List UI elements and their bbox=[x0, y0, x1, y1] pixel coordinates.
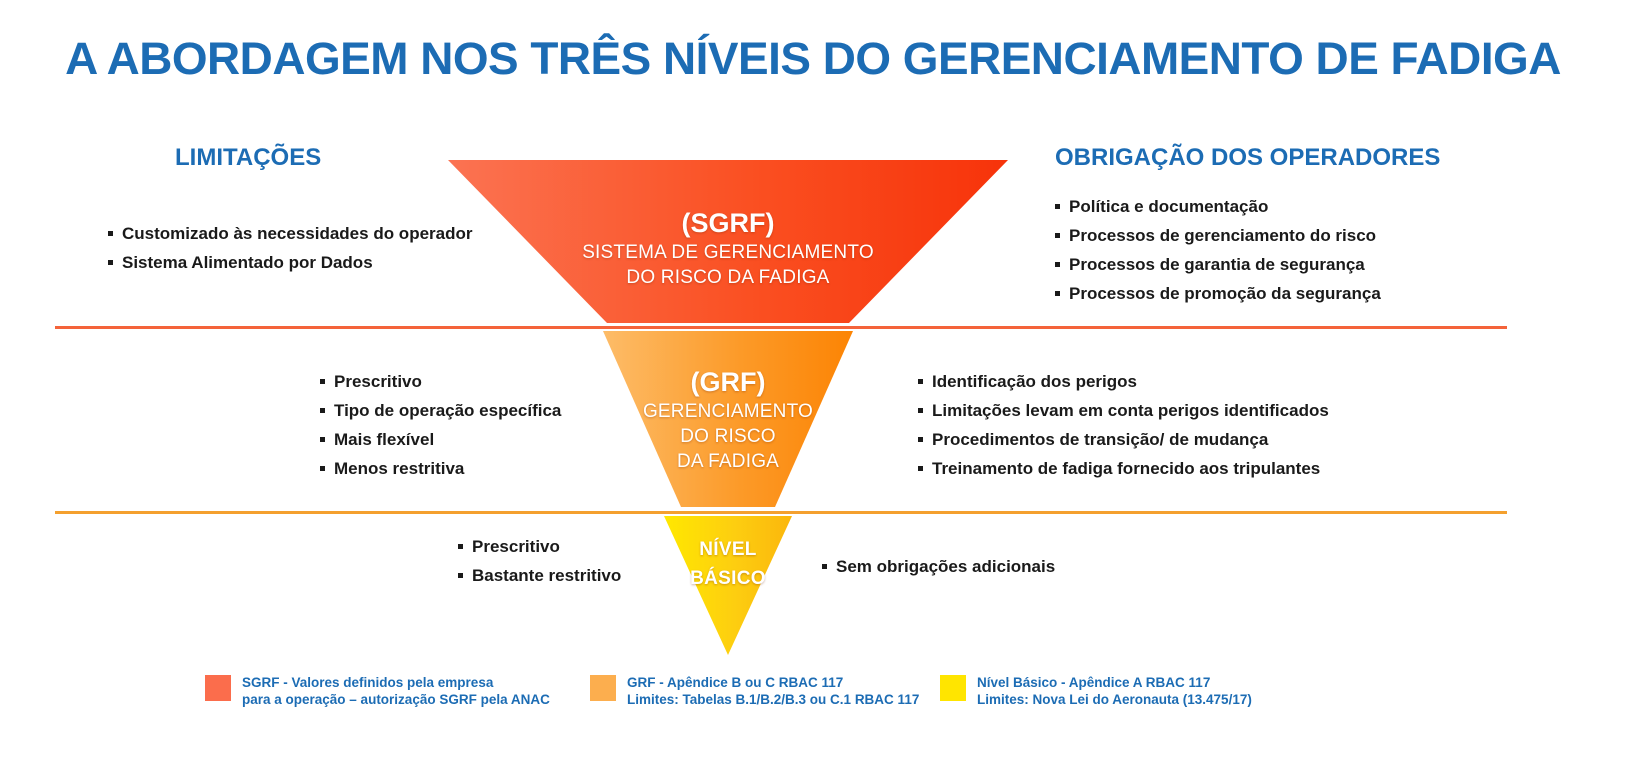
funnel-band-grf-shape bbox=[603, 331, 853, 507]
legend-swatch-sgrf bbox=[205, 675, 231, 701]
legend-swatch-grf bbox=[590, 675, 616, 701]
legend-line-1: Nível Básico - Apêndice A RBAC 117 bbox=[977, 675, 1211, 690]
list-item: Sem obrigações adicionais bbox=[822, 552, 1055, 581]
bullets-sgrf-left: Customizado às necessidades do operador … bbox=[108, 219, 472, 277]
list-item: Prescritivo bbox=[320, 367, 561, 396]
page-title: A ABORDAGEM NOS TRÊS NÍVEIS DO GERENCIAM… bbox=[65, 33, 1561, 84]
legend-line-2: para a operação – autorização SGRF pela … bbox=[242, 692, 550, 707]
legend-line-2: Limites: Nova Lei do Aeronauta (13.475/1… bbox=[977, 692, 1252, 707]
legend-line-1: SGRF - Valores definidos pela empresa bbox=[242, 675, 494, 690]
bullets-grf-left: Prescritivo Tipo de operação específica … bbox=[320, 367, 561, 483]
list-item: Identificação dos perigos bbox=[918, 367, 1329, 396]
bullets-nivel-basico-right: Sem obrigações adicionais bbox=[822, 552, 1055, 581]
legend-item-sgrf: SGRF - Valores definidos pela empresa pa… bbox=[205, 674, 550, 708]
list-item: Prescritivo bbox=[458, 532, 621, 561]
column-heading-limitacoes: LIMITAÇÕES bbox=[175, 144, 322, 171]
nivel-basico-line-2: BÁSICO bbox=[690, 568, 766, 589]
list-item: Menos restritiva bbox=[320, 454, 561, 483]
list-item: Processos de promoção da segurança bbox=[1055, 279, 1381, 308]
funnel-band-nivel-basico bbox=[664, 516, 792, 655]
legend-swatch-nivel-basico bbox=[940, 675, 966, 701]
bullets-grf-right: Identificação dos perigos Limitações lev… bbox=[918, 367, 1329, 483]
legend-text-sgrf: SGRF - Valores definidos pela empresa pa… bbox=[242, 674, 550, 708]
sgrf-name-line-2: DO RISCO DA FADIGA bbox=[626, 267, 830, 288]
bullets-nivel-basico-left: Prescritivo Bastante restritivo bbox=[458, 532, 621, 590]
list-item: Procedimentos de transição/ de mudança bbox=[918, 425, 1329, 454]
divider-sgrf-grf bbox=[55, 326, 1507, 329]
legend-item-nivel-basico: Nível Básico - Apêndice A RBAC 117 Limit… bbox=[940, 674, 1252, 708]
legend-text-nivel-basico: Nível Básico - Apêndice A RBAC 117 Limit… bbox=[977, 674, 1252, 708]
nivel-basico-line-1: NÍVEL bbox=[699, 539, 757, 560]
funnel-label-sgrf: (SGRF) SISTEMA DE GERENCIAMENTO DO RISCO… bbox=[448, 206, 1008, 290]
divider-grf-basico bbox=[55, 511, 1507, 514]
legend-item-grf: GRF - Apêndice B ou C RBAC 117 Limites: … bbox=[590, 674, 919, 708]
list-item: Bastante restritivo bbox=[458, 561, 621, 590]
funnel-band-sgrf bbox=[448, 160, 1008, 323]
list-item: Limitações levam em conta perigos identi… bbox=[918, 396, 1329, 425]
legend-text-grf: GRF - Apêndice B ou C RBAC 117 Limites: … bbox=[627, 674, 919, 708]
legend-line-1: GRF - Apêndice B ou C RBAC 117 bbox=[627, 675, 844, 690]
bullets-sgrf-right: Política e documentação Processos de ger… bbox=[1055, 192, 1381, 308]
column-heading-obrigacao-operadores: OBRIGAÇÃO DOS OPERADORES bbox=[1055, 144, 1441, 171]
list-item: Sistema Alimentado por Dados bbox=[108, 248, 472, 277]
list-item: Treinamento de fadiga fornecido aos trip… bbox=[918, 454, 1329, 483]
list-item: Processos de gerenciamento do risco bbox=[1055, 221, 1381, 250]
list-item: Mais flexível bbox=[320, 425, 561, 454]
funnel-label-grf: (GRF) GERENCIAMENTO DO RISCO DA FADIGA bbox=[518, 365, 938, 474]
list-item: Processos de garantia de segurança bbox=[1055, 250, 1381, 279]
list-item: Customizado às necessidades do operador bbox=[108, 219, 472, 248]
grf-name-line-3: DA FADIGA bbox=[676, 451, 780, 472]
grf-name-line-1: GERENCIAMENTO bbox=[642, 401, 814, 422]
grf-name-line-2: DO RISCO bbox=[680, 426, 776, 447]
grf-acronym: (GRF) bbox=[690, 367, 766, 397]
funnel-label-nivel-basico: NÍVEL BÁSICO bbox=[628, 535, 828, 593]
sgrf-name-line-1: SISTEMA DE GERENCIAMENTO bbox=[582, 242, 874, 263]
list-item: Tipo de operação específica bbox=[320, 396, 561, 425]
sgrf-acronym: (SGRF) bbox=[681, 208, 775, 238]
list-item: Política e documentação bbox=[1055, 192, 1381, 221]
legend-line-2: Limites: Tabelas B.1/B.2/B.3 ou C.1 RBAC… bbox=[627, 692, 920, 707]
